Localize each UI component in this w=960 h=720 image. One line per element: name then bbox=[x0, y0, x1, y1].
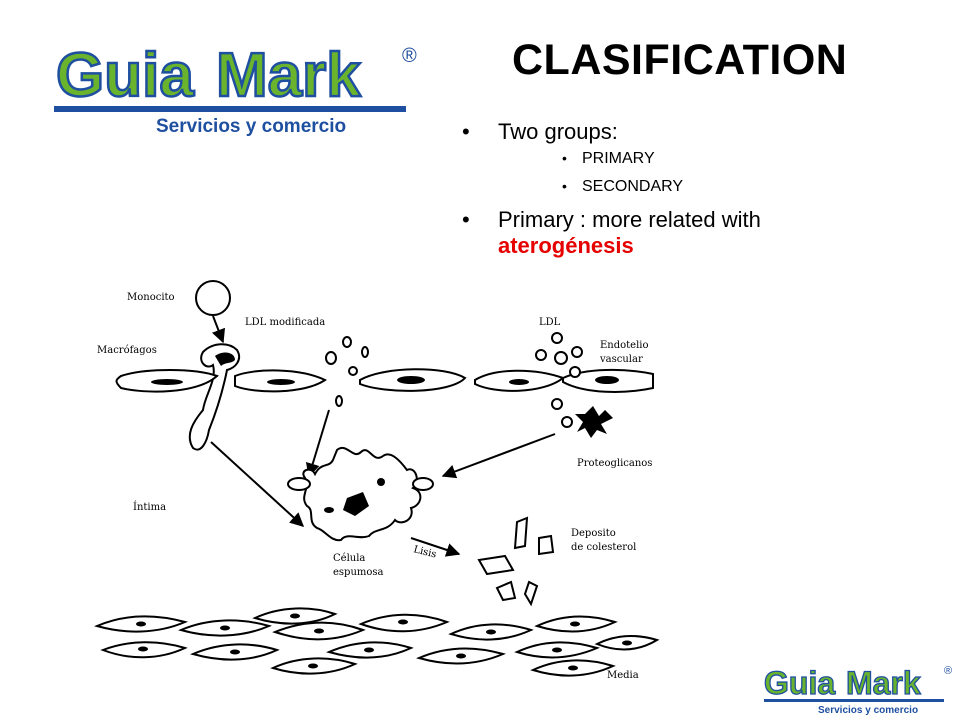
guiamark-logo: Guia Mark ® Servicios y comercio bbox=[54, 40, 417, 137]
arrow-monocyte-down bbox=[211, 315, 226, 344]
bullet-glyph: • bbox=[462, 119, 470, 144]
label-ldl-modificada: LDL modificada bbox=[245, 317, 325, 328]
bullet-primary: PRIMARY bbox=[582, 150, 655, 167]
label-celula: Célula bbox=[333, 553, 365, 564]
arrow-lysis bbox=[410, 537, 461, 557]
proteoglycan-shape bbox=[575, 406, 613, 438]
logo-small-mark: Mark bbox=[846, 665, 921, 701]
label-deposito: Deposito bbox=[571, 528, 616, 539]
bullet-glyph: • bbox=[462, 207, 470, 232]
label-ldl: LDL bbox=[539, 317, 561, 328]
logo-tagline: Servicios y comercio bbox=[156, 116, 346, 137]
arrow-ldl-mod-to-foam bbox=[305, 409, 330, 478]
cholesterol-deposits bbox=[477, 516, 555, 607]
macrophage-cell bbox=[188, 343, 241, 451]
label-vascular: vascular bbox=[599, 354, 643, 365]
bullet-aterogenesis: aterogénesis bbox=[498, 233, 634, 258]
label-monocito: Monocito bbox=[127, 292, 175, 303]
ldl-particle bbox=[287, 477, 311, 491]
label-proteoglicanos: Proteoglicanos bbox=[577, 458, 652, 469]
logo-registered: ® bbox=[402, 45, 417, 67]
label-lisis: Lisis bbox=[412, 544, 437, 560]
bullet-primary-related: Primary : more related with bbox=[498, 207, 761, 232]
ldl-particle bbox=[412, 477, 434, 491]
label-endotelio: Endotelio bbox=[600, 340, 649, 351]
label-intima: Íntima bbox=[133, 501, 166, 513]
logo-name-guia: Guia bbox=[56, 41, 194, 110]
bullet-glyph: • bbox=[562, 150, 567, 166]
label-media: Media bbox=[607, 670, 639, 681]
label-espumosa: espumosa bbox=[333, 567, 384, 578]
logo-name-mark: Mark bbox=[216, 41, 361, 110]
atherogenesis-diagram: Monocito LDL modificada LDL Endotelio va… bbox=[94, 280, 660, 681]
bullet-two-groups: Two groups: bbox=[498, 119, 618, 144]
logo-small-underline bbox=[764, 699, 944, 702]
macrophage-nucleus bbox=[215, 352, 235, 366]
logo-small-registered: ® bbox=[944, 665, 952, 677]
bullet-glyph: • bbox=[562, 178, 567, 194]
ldl-modified-particles bbox=[325, 336, 369, 407]
ldl-particles bbox=[535, 332, 583, 428]
arrow-macrophage-to-foam bbox=[210, 441, 305, 527]
slide-title: CLASIFICATION bbox=[512, 36, 848, 84]
label-colesterol: de colesterol bbox=[571, 542, 636, 553]
logo-small-guia: Guia bbox=[764, 665, 835, 701]
label-macrofagos: Macrófagos bbox=[97, 345, 157, 356]
guiamark-logo-small: Guia Mark ® Servicios y comercio bbox=[763, 664, 952, 716]
logo-small-tagline: Servicios y comercio bbox=[818, 705, 918, 716]
bullet-secondary: SECONDARY bbox=[582, 178, 684, 195]
arrow-ldl-to-foam bbox=[441, 433, 556, 479]
endothelium-layer bbox=[115, 368, 654, 393]
logo-underline bbox=[54, 106, 406, 112]
monocyte-cell bbox=[195, 280, 231, 316]
